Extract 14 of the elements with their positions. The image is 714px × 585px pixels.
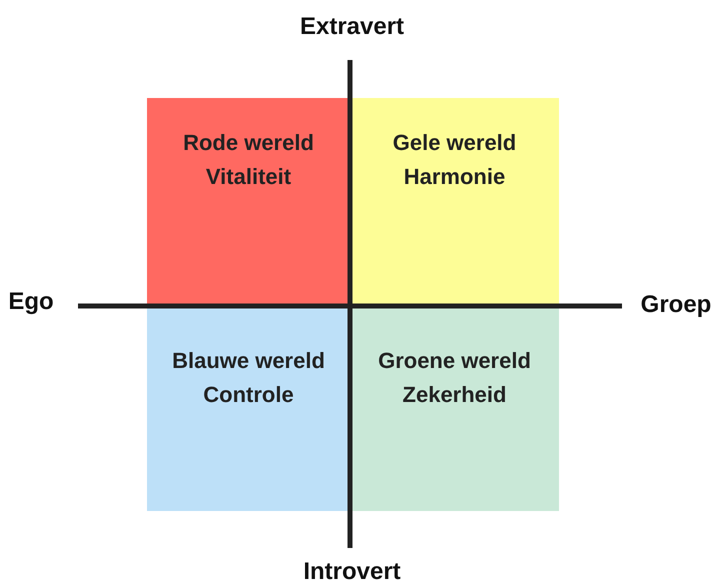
quadrant-title: Gele wereld	[392, 128, 516, 156]
quadrant-subtitle: Zekerheid	[402, 381, 506, 409]
quadrant-subtitle: Controle	[203, 381, 294, 409]
quadrant-box	[350, 98, 559, 305]
quadrant-title: Blauwe wereld	[172, 347, 325, 375]
axis-label: Ego	[8, 288, 54, 316]
quadrant-title: Groene wereld	[378, 347, 531, 375]
quadrant-box	[147, 98, 350, 305]
quadrant-subtitle: Harmonie	[404, 162, 506, 190]
quadrant-title: Rode wereld	[183, 128, 314, 156]
axis-label: Introvert	[303, 558, 401, 585]
quadrant-subtitle: Vitaliteit	[206, 162, 292, 190]
axis-label: Groep	[640, 291, 712, 319]
axis-label: Extravert	[300, 13, 404, 41]
